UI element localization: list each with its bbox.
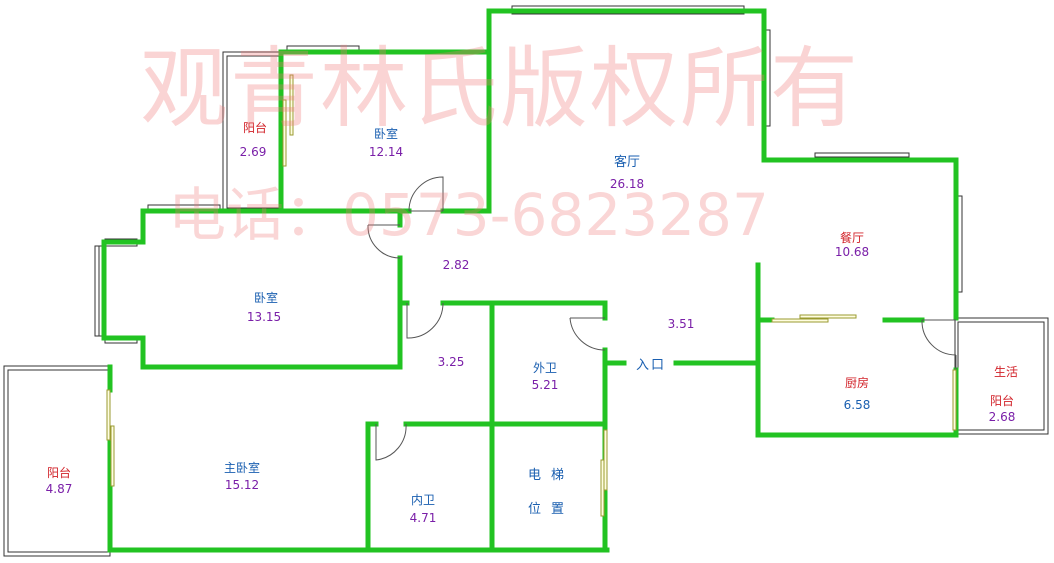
room-area-corridor: 2.82 (442, 258, 470, 272)
room-name-bath-outer: 外卫 (532, 361, 558, 375)
elevator-label-1: 电梯 (527, 468, 575, 483)
room-area-bedroom-top: 12.14 (368, 145, 404, 159)
walls (101, 8, 959, 553)
windows (94, 5, 963, 344)
room-name-bedroom-mid: 卧室 (253, 291, 279, 305)
room-area-balcony-top: 2.69 (239, 145, 267, 159)
room-name-bedroom-top: 卧室 (373, 127, 399, 141)
room-area-dining: 10.68 (834, 245, 870, 259)
room-area-bath-inner: 4.71 (409, 511, 437, 525)
room-area-living: 26.18 (609, 177, 645, 191)
sliding-doors (106, 74, 957, 517)
elevator-label-2: 位置 (527, 502, 575, 517)
room-area-hall: 3.51 (667, 317, 695, 331)
room-area-utility: 2.68 (988, 410, 1016, 424)
room-area-kitchen: 6.58 (843, 398, 871, 412)
room-name-dining: 餐厅 (839, 231, 865, 245)
room-area-balcony-left: 4.87 (45, 482, 73, 496)
room-name-bath-inner: 内卫 (410, 493, 436, 507)
doors (367, 176, 957, 461)
room-name-master-bedroom: 主卧室 (223, 461, 261, 475)
room-name-utility-2: 阳台 (989, 394, 1015, 408)
room-name-kitchen: 厨房 (844, 376, 870, 390)
room-name-balcony-top: 阳台 (242, 121, 268, 135)
room-name-utility-1: 生活 (993, 365, 1019, 379)
room-area-passage: 3.25 (437, 355, 465, 369)
entrance-label: 入口 (632, 359, 670, 373)
room-area-master-bedroom: 15.12 (224, 478, 260, 492)
room-name-balcony-left: 阳台 (46, 466, 72, 480)
room-area-bedroom-mid: 13.15 (246, 310, 282, 324)
room-area-bath-outer: 5.21 (531, 378, 559, 392)
room-name-living: 客厅 (613, 155, 641, 170)
